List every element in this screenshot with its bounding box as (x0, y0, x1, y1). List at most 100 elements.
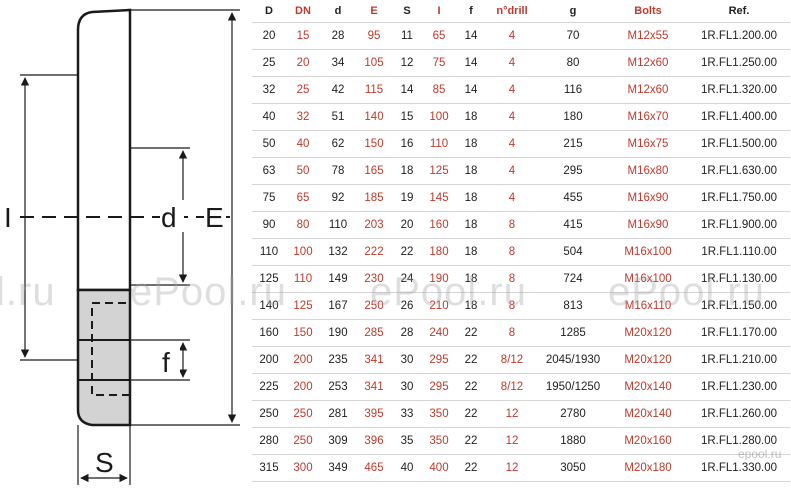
table-cell: 110 (320, 211, 356, 239)
table-cell: 26 (392, 292, 422, 320)
flange-cross-section-drawing: I d E f S (2, 8, 240, 485)
table-cell: 125 (422, 157, 456, 185)
table-cell: 1R.FL1.250.00 (688, 49, 790, 77)
table-cell: 18 (456, 265, 486, 293)
table-cell: 180 (538, 103, 608, 131)
table-cell: 14 (456, 76, 486, 104)
table-cell: 18 (456, 103, 486, 131)
table-cell: 18 (392, 157, 422, 185)
column-header: f (456, 0, 486, 23)
table-cell: M20x160 (608, 427, 688, 455)
table-cell: 116 (538, 76, 608, 104)
column-header: Ref. (688, 0, 790, 23)
table-cell: 63 (252, 157, 286, 185)
table-cell: 92 (320, 184, 356, 212)
table-cell: 65 (422, 22, 456, 50)
column-header: S (392, 0, 422, 23)
table-cell: 2780 (538, 400, 608, 428)
table-cell: 4 (486, 49, 538, 77)
table-cell: M16x100 (608, 238, 688, 266)
column-header: I (422, 0, 456, 23)
column-header: n°drill (486, 0, 538, 23)
column-header: E (356, 0, 392, 23)
table-cell: 455 (538, 184, 608, 212)
label-d: d (161, 202, 177, 233)
table-cell: 225 (252, 373, 286, 401)
column-header: g (538, 0, 608, 23)
table-cell: 30 (392, 346, 422, 374)
table-cell: 100 (286, 238, 320, 266)
table-cell: 210 (422, 292, 456, 320)
column-header: Bolts (608, 0, 688, 23)
table-cell: 415 (538, 211, 608, 239)
table-cell: M16x75 (608, 130, 688, 158)
table-cell: 341 (356, 373, 392, 401)
table-cell: 85 (422, 76, 456, 104)
table-cell: 125 (286, 292, 320, 320)
table-cell: 105 (356, 49, 392, 77)
table-cell: 25 (286, 76, 320, 104)
table-cell: 203 (356, 211, 392, 239)
table-cell: 33 (392, 400, 422, 428)
table-cell: 50 (286, 157, 320, 185)
table-cell: 8/12 (486, 373, 538, 401)
table-cell: 90 (252, 211, 286, 239)
table-cell: M16x80 (608, 157, 688, 185)
table-cell: 12 (486, 400, 538, 428)
table-cell: 2045/1930 (538, 346, 608, 374)
table-cell: 253 (320, 373, 356, 401)
table-cell: 15 (392, 103, 422, 131)
table-cell: 8 (486, 319, 538, 347)
table-cell: 309 (320, 427, 356, 455)
table-cell: 150 (356, 130, 392, 158)
table-cell: 50 (252, 130, 286, 158)
table-cell: M16x110 (608, 292, 688, 320)
table-cell: 504 (538, 238, 608, 266)
table-cell: 1R.FL1.150.00 (688, 292, 790, 320)
table-cell: 167 (320, 292, 356, 320)
table-cell: 180 (422, 238, 456, 266)
table-cell: 250 (286, 400, 320, 428)
table-cell: 70 (538, 22, 608, 50)
table-cell: 11 (392, 22, 422, 50)
table-cell: M16x70 (608, 103, 688, 131)
table-cell: 12 (486, 454, 538, 482)
table-cell: 35 (392, 427, 422, 455)
table-cell: 300 (286, 454, 320, 482)
table-cell: 51 (320, 103, 356, 131)
table-cell: 75 (252, 184, 286, 212)
table-cell: 281 (320, 400, 356, 428)
column-header: d (320, 0, 356, 23)
table-cell: 215 (538, 130, 608, 158)
table-cell: 1950/1250 (538, 373, 608, 401)
table-cell: 14 (392, 76, 422, 104)
table-cell: 140 (252, 292, 286, 320)
table-cell: 150 (286, 319, 320, 347)
table-cell: 222 (356, 238, 392, 266)
table-cell: 65 (286, 184, 320, 212)
table-cell: M20x140 (608, 373, 688, 401)
table-cell: 724 (538, 265, 608, 293)
table-cell: 18 (456, 211, 486, 239)
table-cell: 40 (252, 103, 286, 131)
table-cell: 1R.FL1.280.00 (688, 427, 790, 455)
table-cell: M16x90 (608, 184, 688, 212)
table-cell: 30 (392, 373, 422, 401)
table-cell: 250 (286, 427, 320, 455)
table-cell: 295 (422, 346, 456, 374)
table-cell: 4 (486, 103, 538, 131)
table-cell: 396 (356, 427, 392, 455)
table-cell: 22 (456, 400, 486, 428)
label-f: f (162, 347, 170, 378)
table-cell: 18 (456, 238, 486, 266)
table-cell: 18 (456, 130, 486, 158)
